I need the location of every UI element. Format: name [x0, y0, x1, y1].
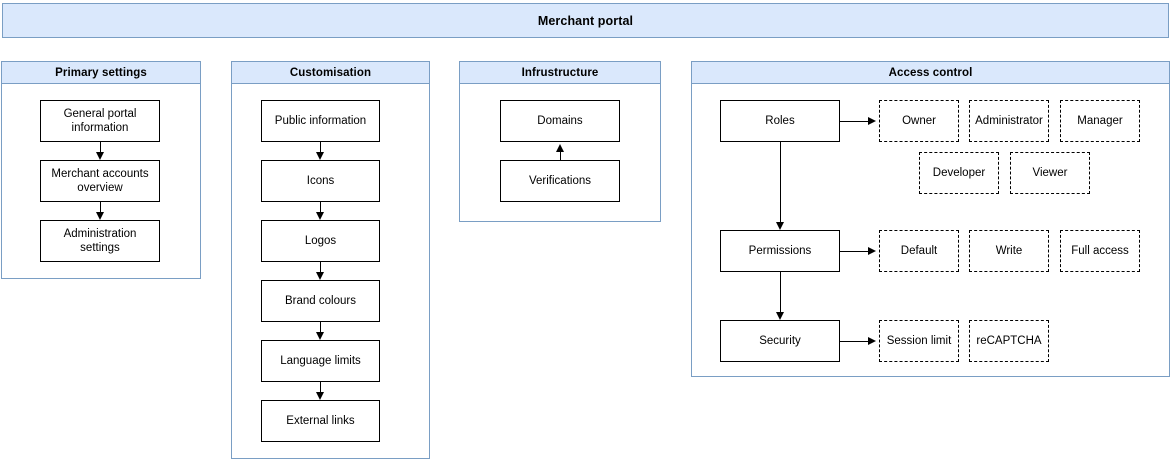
arrow-down-icon: [315, 392, 324, 400]
connector-line: [100, 202, 101, 212]
node-brand-colours[interactable]: Brand colours: [261, 280, 380, 322]
node-security-recaptcha[interactable]: reCAPTCHA: [969, 320, 1049, 362]
panel-title: Primary settings: [55, 66, 147, 79]
arrow-right-icon: [868, 336, 876, 345]
node-role-owner[interactable]: Owner: [879, 100, 959, 142]
node-role-administrator[interactable]: Administrator: [969, 100, 1049, 142]
node-role-viewer[interactable]: Viewer: [1010, 152, 1090, 194]
node-security[interactable]: Security: [720, 320, 840, 362]
panel-title: Customisation: [289, 66, 372, 79]
arrow-down-icon: [315, 152, 324, 160]
panel-title: Infrustructure: [521, 66, 599, 79]
connector-line: [320, 262, 321, 272]
node-verifications[interactable]: Verifications: [500, 160, 620, 202]
node-merchant-accounts-overview[interactable]: Merchant accounts overview: [40, 160, 160, 202]
panel-title: Access control: [888, 66, 973, 79]
arrow-down-icon: [315, 272, 324, 280]
banner-title: Merchant portal: [537, 13, 634, 28]
arrow-down-icon: [315, 332, 324, 340]
connector-line: [320, 382, 321, 392]
connector-line: [560, 152, 561, 160]
connector-line: [840, 121, 868, 122]
node-permissions[interactable]: Permissions: [720, 230, 840, 272]
node-language-limits[interactable]: Language limits: [261, 340, 380, 382]
panel-header-customisation: Customisation: [232, 62, 429, 84]
connector-line: [320, 202, 321, 212]
panel-header-primary-settings: Primary settings: [2, 62, 200, 84]
node-administration-settings[interactable]: Administration settings: [40, 220, 160, 262]
node-general-portal-information[interactable]: General portal information: [40, 100, 160, 142]
node-role-manager[interactable]: Manager: [1060, 100, 1140, 142]
panel-header-infrastructure: Infrustructure: [460, 62, 660, 84]
connector-line: [320, 142, 321, 152]
node-permission-full-access[interactable]: Full access: [1060, 230, 1140, 272]
node-public-information[interactable]: Public information: [261, 100, 380, 142]
node-icons[interactable]: Icons: [261, 160, 380, 202]
connector-line: [100, 142, 101, 152]
node-role-developer[interactable]: Developer: [919, 152, 999, 194]
node-permission-write[interactable]: Write: [969, 230, 1049, 272]
arrow-up-icon: [555, 144, 564, 152]
arrow-down-icon: [775, 222, 784, 230]
node-domains[interactable]: Domains: [500, 100, 620, 142]
node-roles[interactable]: Roles: [720, 100, 840, 142]
connector-line: [780, 272, 781, 312]
arrow-down-icon: [775, 312, 784, 320]
arrow-right-icon: [868, 246, 876, 255]
connector-line: [840, 341, 868, 342]
node-external-links[interactable]: External links: [261, 400, 380, 442]
connector-line: [320, 322, 321, 332]
arrow-down-icon: [315, 212, 324, 220]
merchant-portal-banner: Merchant portal: [2, 3, 1169, 38]
connector-line: [840, 251, 868, 252]
connector-line: [780, 142, 781, 222]
panel-header-access-control: Access control: [692, 62, 1169, 84]
node-logos[interactable]: Logos: [261, 220, 380, 262]
node-security-session-limit[interactable]: Session limit: [879, 320, 959, 362]
node-permission-default[interactable]: Default: [879, 230, 959, 272]
arrow-right-icon: [868, 116, 876, 125]
arrow-down-icon: [95, 212, 104, 220]
arrow-down-icon: [95, 152, 104, 160]
